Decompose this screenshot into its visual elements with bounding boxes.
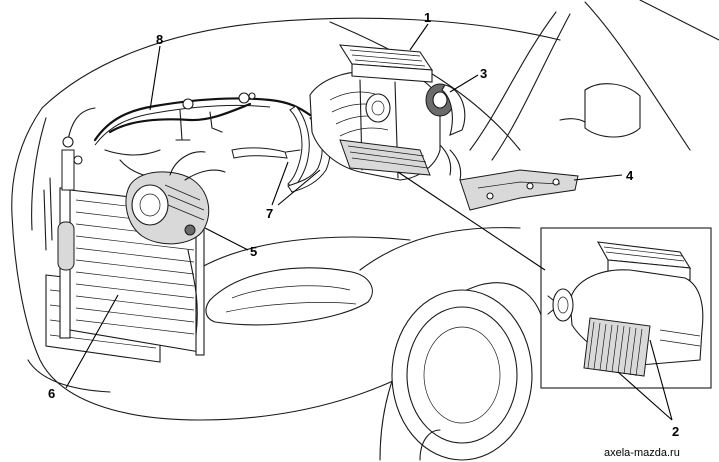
leader-lines xyxy=(65,23,673,421)
bracket xyxy=(439,144,579,211)
callout-7: 7 xyxy=(266,206,273,221)
inset-detail xyxy=(540,227,712,389)
leader-6 xyxy=(65,294,119,389)
callout-3: 3 xyxy=(480,66,487,81)
callout-2: 2 xyxy=(672,424,679,439)
leader-1 xyxy=(409,23,429,51)
leader-inset xyxy=(397,171,546,271)
leader-7a xyxy=(271,161,289,206)
watermark: axela-mazda.ru xyxy=(604,447,680,459)
refrigerant-lines xyxy=(93,92,312,179)
callout-6: 6 xyxy=(48,386,55,401)
leader-7b xyxy=(277,169,321,206)
callout-5: 5 xyxy=(250,244,257,259)
callout-8: 8 xyxy=(156,32,163,47)
leader-5 xyxy=(204,227,249,251)
compressor xyxy=(125,151,226,245)
blower-motor xyxy=(425,83,466,136)
leader-2b xyxy=(649,339,673,421)
leader-4 xyxy=(573,174,623,181)
leader-3 xyxy=(449,74,479,93)
leader-8 xyxy=(149,45,161,111)
leader-2a xyxy=(617,371,673,421)
callouts: 1 2 3 4 5 6 7 8 xyxy=(48,10,679,439)
callout-1: 1 xyxy=(424,10,431,25)
heater-unit xyxy=(309,44,441,181)
callout-4: 4 xyxy=(626,168,634,183)
front-lines xyxy=(43,107,96,251)
